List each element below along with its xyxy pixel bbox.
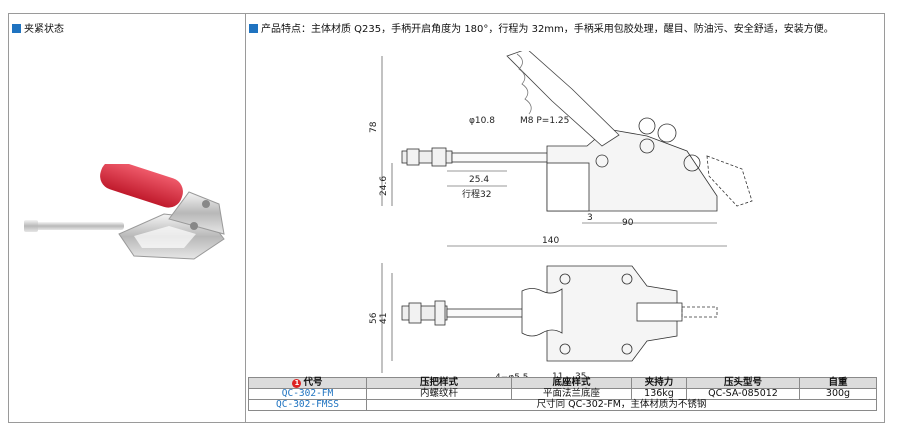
- dim-3: 3: [587, 213, 593, 223]
- row-code: QC-302-FMSS: [248, 399, 367, 411]
- technical-drawing: 78 24.6 φ10.8 M8 P=1.25 25.4 行程32 3 90 1…: [369, 51, 753, 384]
- table-row: QC-302-FMSS 尺寸同 QC-302-FM，主体材质为不锈钢: [248, 399, 877, 411]
- column-divider: [245, 14, 246, 422]
- dim-41: 41: [379, 313, 389, 324]
- dim-78: 78: [369, 121, 379, 133]
- header-force: 夹持力: [631, 377, 687, 389]
- spec-panel: 夹紧状态 产品特点：主体材质 Q235，手柄开启角度为 180°，行程为 32m…: [8, 13, 885, 423]
- number-badge-icon: 1: [292, 379, 302, 388]
- clamped-state-title: 夹紧状态: [24, 24, 64, 35]
- header-pull-type: 压把样式: [366, 377, 512, 389]
- table-row: QC-302-FM 内螺纹杆 平面法兰底座 136kg QC-SA-085012…: [248, 388, 877, 400]
- row-weight: 300g: [799, 388, 877, 400]
- blue-square-icon: [249, 24, 258, 33]
- dim-stroke: 行程32: [462, 188, 491, 200]
- dim-140: 140: [542, 236, 559, 246]
- dim-56: 56: [369, 312, 379, 324]
- dim-thread: M8 P=1.25: [520, 116, 569, 126]
- header-base-type: 底座样式: [511, 377, 632, 389]
- row-base-type: 平面法兰底座: [511, 388, 632, 400]
- product-photo: [24, 164, 225, 260]
- row-note: 尺寸同 QC-302-FM，主体材质为不锈钢: [366, 399, 877, 411]
- features-text: 产品特点：主体材质 Q235，手柄开启角度为 180°，行程为 32mm，手柄采…: [261, 24, 834, 35]
- features-header: 产品特点：主体材质 Q235，手柄开启角度为 180°，行程为 32mm，手柄采…: [249, 20, 834, 35]
- clamped-state-header: 夹紧状态: [12, 20, 64, 35]
- dim-25-4: 25.4: [469, 175, 489, 185]
- row-force: 136kg: [631, 388, 687, 400]
- dim-90: 90: [622, 218, 634, 228]
- row-code: QC-302-FM: [248, 388, 367, 400]
- row-pull-type: 内螺纹杆: [366, 388, 512, 400]
- row-head-model: QC-SA-085012: [686, 388, 800, 400]
- header-weight: 自重: [799, 377, 877, 389]
- header-head-model: 压头型号: [686, 377, 800, 389]
- blue-square-icon: [12, 24, 21, 33]
- dim-phi10-8: φ10.8: [469, 116, 495, 126]
- dim-24-6: 24.6: [379, 176, 389, 196]
